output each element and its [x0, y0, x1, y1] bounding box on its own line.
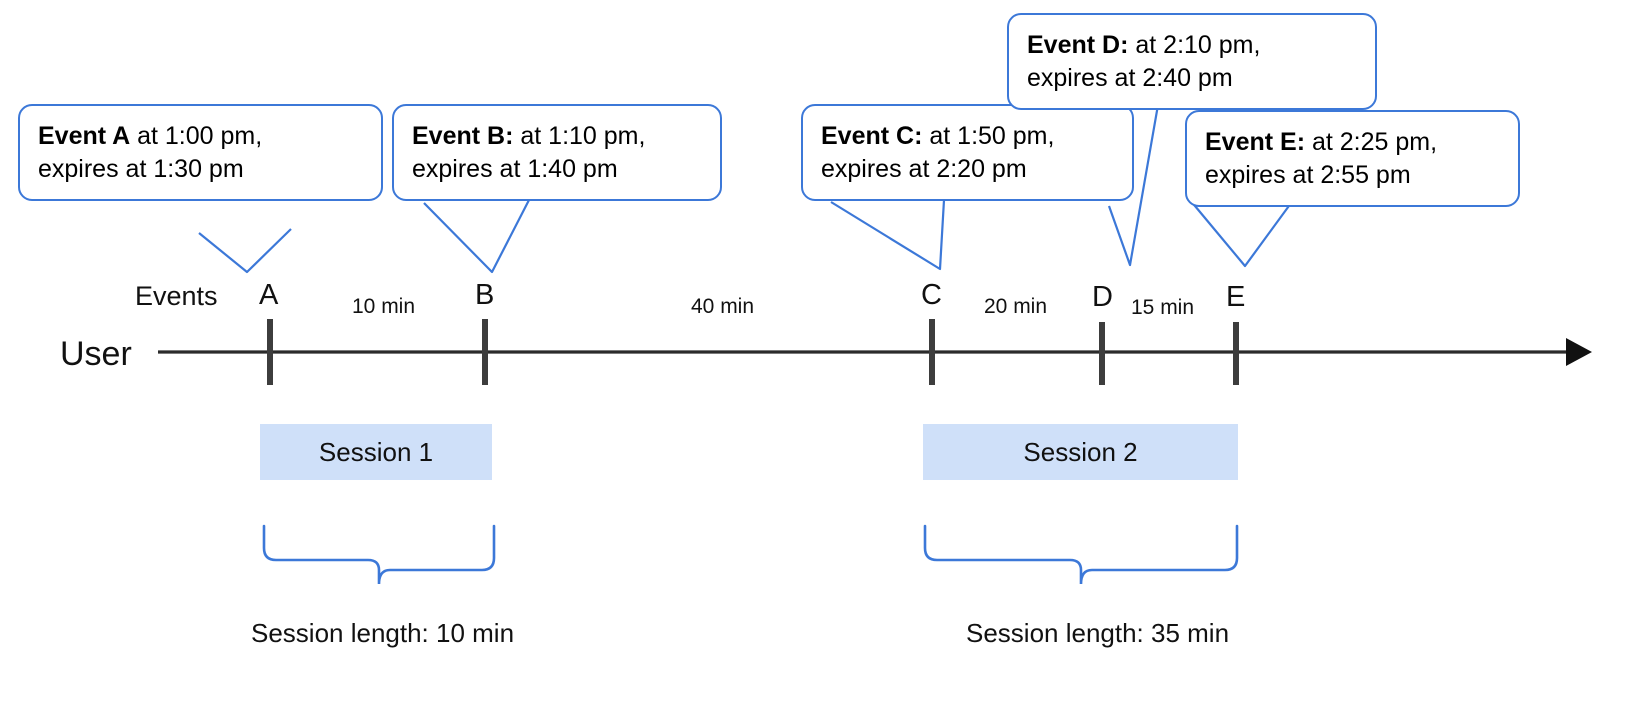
callout-d-rest: at 2:10 pm,	[1128, 31, 1261, 59]
timeline-axis	[158, 338, 1592, 366]
session-1-length-label: Session length: 10 min	[251, 618, 515, 648]
callout-tail-b	[423, 199, 530, 274]
callout-e-name: Event E	[1205, 128, 1297, 156]
callout-tail-e	[1189, 198, 1295, 268]
session-box-1[interactable]: Session 1	[260, 424, 492, 480]
callout-c-line2: expires at 2:20 pm	[821, 154, 1027, 183]
callout-b-line2: expires at 1:40 pm	[412, 154, 618, 183]
axis-label-user: User	[60, 335, 132, 373]
session-box-2[interactable]: Session 2	[923, 424, 1238, 480]
callout-d-sep: :	[1120, 31, 1129, 59]
callout-tail-a	[198, 228, 292, 274]
callout-a-name: Event A	[38, 122, 131, 150]
event-marker-label-b: B	[475, 279, 495, 311]
callout-a-rest: at 1:00 pm,	[130, 122, 263, 150]
callout-c-sep: :	[914, 122, 923, 150]
callout-b-sep: :	[505, 122, 514, 150]
callout-tail-d	[1107, 104, 1160, 267]
callout-a-line1: Event A at 1:00 pm,	[38, 122, 262, 150]
callout-c-line1: Event C: at 1:50 pm,	[821, 122, 1054, 150]
events-row-label: Events	[135, 281, 218, 311]
callout-b-name: Event B	[412, 122, 506, 150]
callout-event-b[interactable]: Event B: at 1:10 pm, expires at 1:40 pm	[392, 104, 722, 201]
event-marker-label-a: A	[259, 279, 279, 311]
gap-label-d-e: 15 min	[1131, 296, 1195, 319]
callout-e-sep: :	[1296, 128, 1306, 156]
callout-tail-c	[830, 199, 946, 271]
callout-event-e[interactable]: Event E: at 2:25 pm, expires at 2:55 pm	[1185, 110, 1520, 207]
callout-c-rest: at 1:50 pm,	[922, 122, 1055, 150]
callout-b-rest: at 1:10 pm,	[513, 122, 646, 150]
callout-e-line2: expires at 2:55 pm	[1205, 160, 1411, 189]
gap-label-c-d: 20 min	[984, 295, 1048, 318]
callout-a-line2: expires at 1:30 pm	[38, 154, 244, 183]
callout-e-line1: Event E: at 2:25 pm,	[1205, 128, 1437, 156]
callout-d-line2: expires at 2:40 pm	[1027, 63, 1233, 92]
callout-d-name: Event D	[1027, 31, 1121, 59]
session-2-length-label: Session length: 35 min	[966, 618, 1230, 648]
session-2-brace	[923, 524, 1239, 585]
event-marker-label-d: D	[1092, 281, 1113, 313]
callout-event-a[interactable]: Event A at 1:00 pm, expires at 1:30 pm	[18, 104, 383, 201]
callout-event-d[interactable]: Event D: at 2:10 pm, expires at 2:40 pm	[1007, 13, 1377, 110]
session-1-brace	[262, 524, 496, 585]
callout-b-line1: Event B: at 1:10 pm,	[412, 122, 645, 150]
gap-label-b-c: 40 min	[691, 295, 755, 318]
callout-c-name: Event C	[821, 122, 915, 150]
session-2-label: Session 2	[1023, 436, 1138, 467]
gap-label-a-b: 10 min	[352, 295, 416, 318]
callout-d-line1: Event D: at 2:10 pm,	[1027, 31, 1260, 59]
event-marker-label-c: C	[921, 279, 942, 311]
callout-event-c[interactable]: Event C: at 1:50 pm, expires at 2:20 pm	[801, 104, 1134, 201]
timeline-ticks	[267, 319, 1239, 385]
callout-e-rest: at 2:25 pm,	[1305, 128, 1438, 156]
session-1-label: Session 1	[318, 436, 434, 467]
event-marker-label-e: E	[1226, 281, 1246, 313]
